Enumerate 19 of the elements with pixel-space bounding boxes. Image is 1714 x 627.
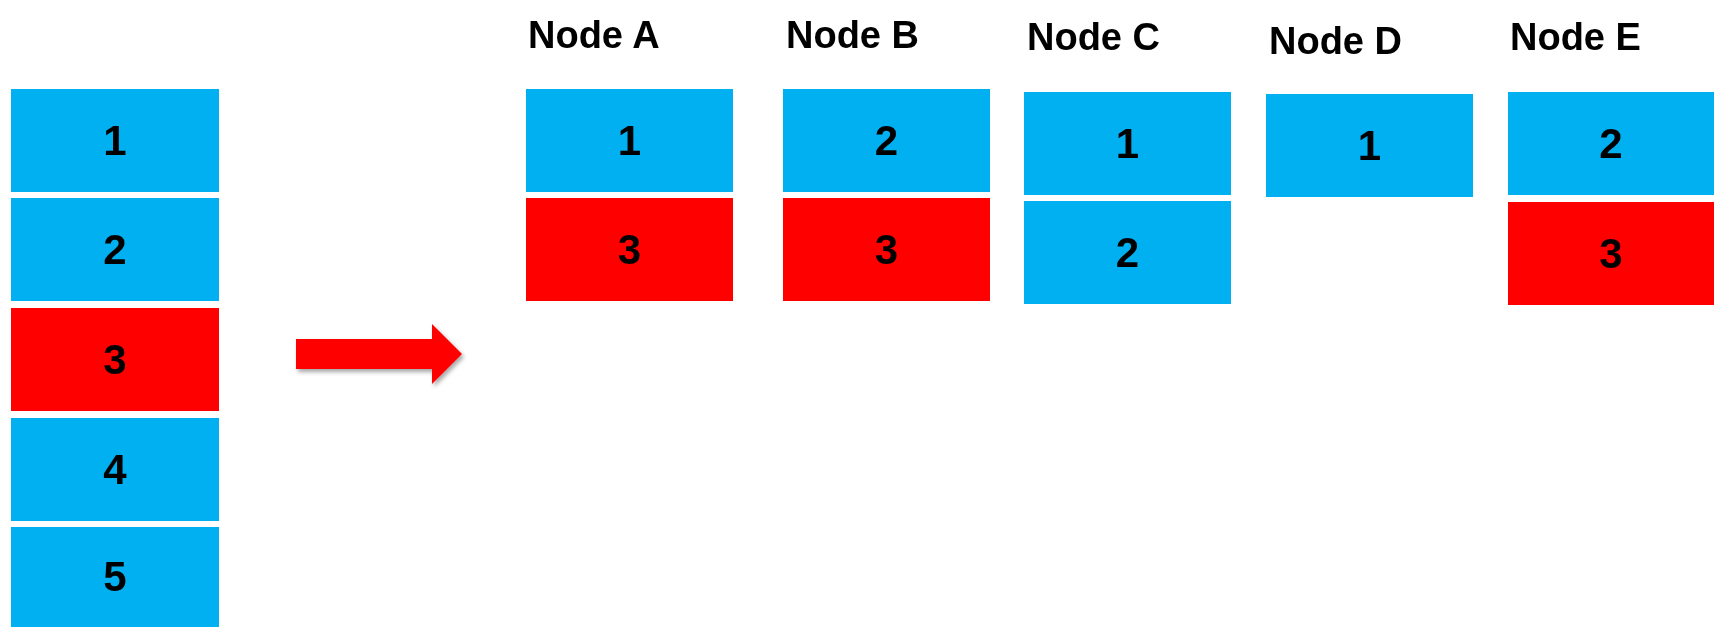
number-box: 1: [1266, 94, 1473, 197]
number-box: 3: [1508, 202, 1714, 305]
number-box: 2: [1024, 201, 1231, 304]
column-heading: Node D: [1269, 20, 1402, 63]
number-box: 1: [11, 89, 219, 192]
number-box: 1: [1024, 92, 1231, 195]
number-box: 3: [11, 308, 219, 411]
number-box: 3: [526, 198, 733, 301]
column-heading: Node E: [1510, 16, 1641, 59]
number-box: 3: [783, 198, 990, 301]
column-heading: Node C: [1027, 16, 1160, 59]
number-box: 1: [526, 89, 733, 192]
number-box: 5: [11, 527, 219, 627]
column-heading: Node A: [528, 14, 660, 57]
number-box: 2: [1508, 92, 1714, 195]
number-box: 2: [11, 198, 219, 301]
number-box: 2: [783, 89, 990, 192]
column-heading: Node B: [786, 14, 919, 57]
number-box: 4: [11, 418, 219, 521]
